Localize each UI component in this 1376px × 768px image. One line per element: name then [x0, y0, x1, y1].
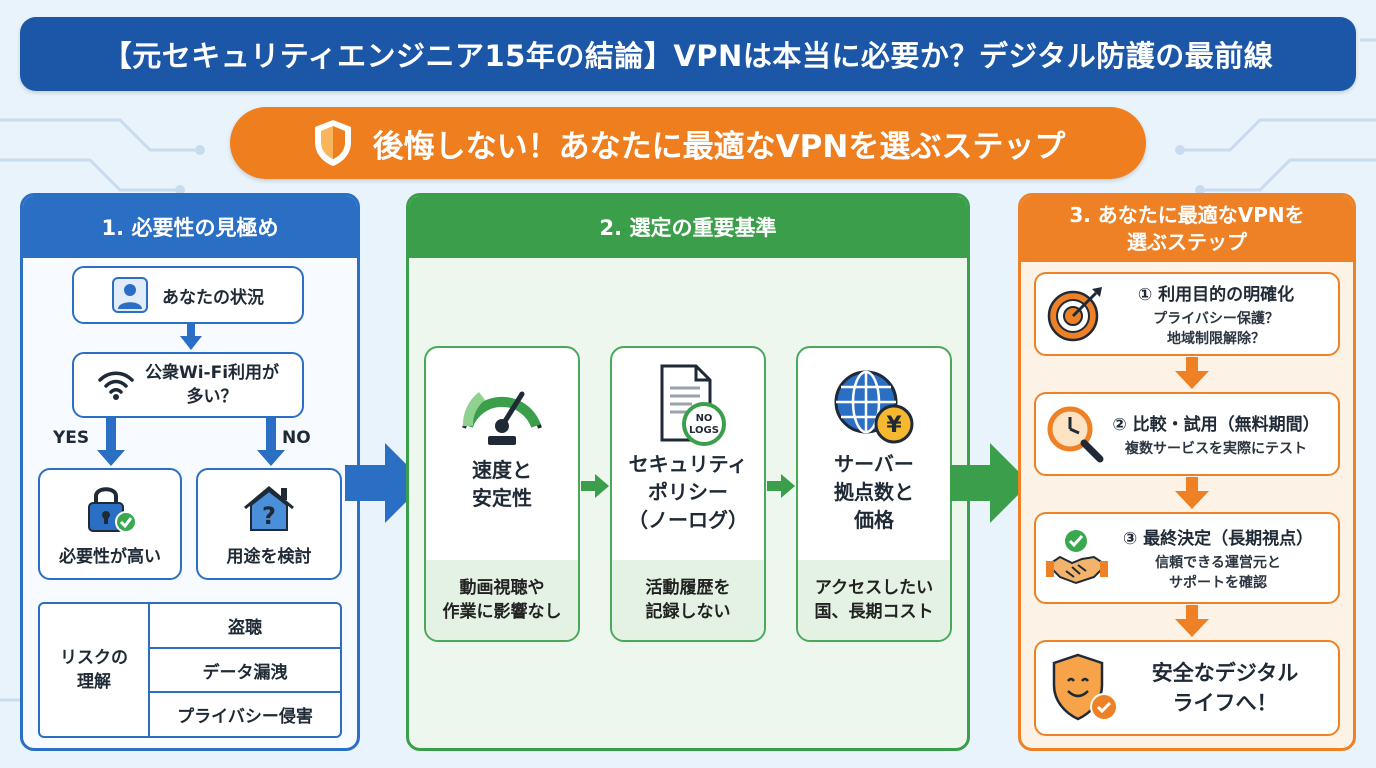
- svg-text:?: ?: [262, 502, 276, 530]
- high-need-label: 必要性が高い: [59, 546, 161, 567]
- risk-table: リスクの 理解 盗聴 データ漏洩 プライバシー侵害: [38, 602, 342, 738]
- risk-list: 盗聴 データ漏洩 プライバシー侵害: [150, 604, 340, 736]
- step-purpose-title: ① 利用目的の明確化: [1137, 284, 1295, 305]
- risk-item-privacy: プライバシー侵害: [150, 691, 340, 736]
- handshake-icon: [1046, 530, 1108, 585]
- consider-use-box: ? 用途を検討: [196, 468, 342, 580]
- wifi-icon: [98, 371, 134, 400]
- clock-magnifier-icon: [1047, 406, 1104, 463]
- target-icon: [1047, 287, 1102, 342]
- arrow-to-steps: [950, 443, 1030, 523]
- final-result-box: 安全なデジタル ライフへ！: [1034, 640, 1340, 736]
- criteria-card-speed: 速度と 安定性 動画視聴や 作業に影響なし: [424, 346, 580, 642]
- panel-criteria-heading: 2. 選定の重要基準: [409, 196, 967, 258]
- consider-use-label: 用途を検討: [226, 546, 312, 567]
- arrow-criteria-2: [767, 474, 795, 498]
- panel-steps-heading-text: 3. あなたに最適なVPNを 選ぶステップ: [1069, 203, 1305, 254]
- arrow-step-1: [1175, 357, 1209, 389]
- risk-item-data-leak: データ漏洩: [150, 646, 340, 692]
- house-question-icon: ?: [244, 485, 294, 531]
- svg-text:NO: NO: [696, 413, 713, 424]
- subtitle-text: 後悔しない！あなたに最適なVPNを選ぶステップ: [372, 128, 1066, 165]
- svg-text:¥: ¥: [886, 413, 902, 438]
- criteria-servers-desc: アクセスしたい 国、長期コスト: [798, 560, 950, 640]
- final-result-text: 安全なデジタル ライフへ！: [1151, 661, 1299, 715]
- panel-steps-heading: 3. あなたに最適なVPNを 選ぶステップ: [1021, 196, 1353, 262]
- wifi-question-box: 公衆Wi-Fi利用が 多い？: [72, 352, 304, 418]
- criteria-card-security-policy: NO LOGS セキュリティ ポリシー （ノーログ） 活動履歴を 記録しない: [610, 346, 766, 642]
- criteria-security-desc: 活動履歴を 記録しない: [612, 560, 764, 640]
- no-logs-document-icon: NO LOGS: [660, 364, 726, 446]
- step-compare-title: ② 比較・試用（無料期間）: [1112, 414, 1320, 435]
- arrow-step-2: [1175, 477, 1209, 509]
- page-title: 【元セキュリティエンジニア15年の結論】VPNは本当に必要か？デジタル防護の最前…: [20, 17, 1356, 91]
- step-decision-desc: 信頼できる運営元と サポートを確認: [1155, 554, 1281, 591]
- risk-heading-text: リスクの 理解: [60, 648, 128, 692]
- criteria-card-servers-price: ¥ サーバー 拠点数と 価格 アクセスしたい 国、長期コスト: [796, 346, 952, 642]
- svg-text:LOGS: LOGS: [689, 425, 719, 436]
- smiling-shield-icon: [1052, 653, 1118, 721]
- arrow-to-criteria: [345, 443, 425, 523]
- criteria-security-title: セキュリティ ポリシー （ノーログ）: [628, 452, 748, 532]
- speedometer-icon: [462, 391, 542, 445]
- step-card-purpose: ① 利用目的の明確化 プライバシー保護？ 地域制限解除？: [1034, 272, 1340, 356]
- arrow-step-3: [1175, 605, 1209, 637]
- step-purpose-desc: プライバシー保護？ 地域制限解除？: [1153, 310, 1279, 347]
- panel-necessity-heading: 1. 必要性の見極め: [23, 196, 357, 258]
- panel-criteria-heading-text: 2. 選定の重要基準: [599, 216, 777, 240]
- high-need-box: 必要性が高い: [38, 468, 182, 580]
- risk-heading: リスクの 理解: [40, 604, 150, 736]
- wifi-question-label: 公衆Wi-Fi利用が 多い？: [144, 363, 280, 407]
- shield-icon: [314, 120, 351, 166]
- step-compare-desc: 複数サービスを実際にテスト: [1125, 440, 1307, 457]
- criteria-speed-desc: 動画視聴や 作業に影響なし: [426, 560, 578, 640]
- globe-yen-icon: ¥: [834, 370, 914, 444]
- step-card-decision: ③ 最終決定（長期視点） 信頼できる運営元と サポートを確認: [1034, 512, 1340, 604]
- criteria-speed-title: 速度と 安定性: [472, 458, 532, 510]
- situation-label: あなたの状況: [162, 287, 264, 308]
- no-label: NO: [282, 428, 311, 448]
- yes-label: YES: [53, 428, 90, 448]
- user-icon: [112, 277, 148, 313]
- arrow-down-1: [180, 324, 202, 350]
- panel-necessity-heading-text: 1. 必要性の見極め: [101, 216, 279, 240]
- lock-check-icon: [88, 486, 137, 533]
- risk-item-eavesdropping: 盗聴: [228, 617, 262, 638]
- step-decision-title: ③ 最終決定（長期視点）: [1122, 528, 1314, 549]
- arrow-criteria-1: [581, 474, 609, 498]
- page-title-text: 【元セキュリティエンジニア15年の結論】VPNは本当に必要か？デジタル防護の最前…: [102, 39, 1274, 73]
- situation-box: あなたの状況: [72, 266, 304, 324]
- criteria-servers-title: サーバー 拠点数と 価格: [834, 452, 914, 532]
- yes-no-arrows: [97, 418, 285, 466]
- step-card-compare: ② 比較・試用（無料期間） 複数サービスを実際にテスト: [1034, 392, 1340, 476]
- subtitle-banner: 後悔しない！あなたに最適なVPNを選ぶステップ: [230, 107, 1146, 179]
